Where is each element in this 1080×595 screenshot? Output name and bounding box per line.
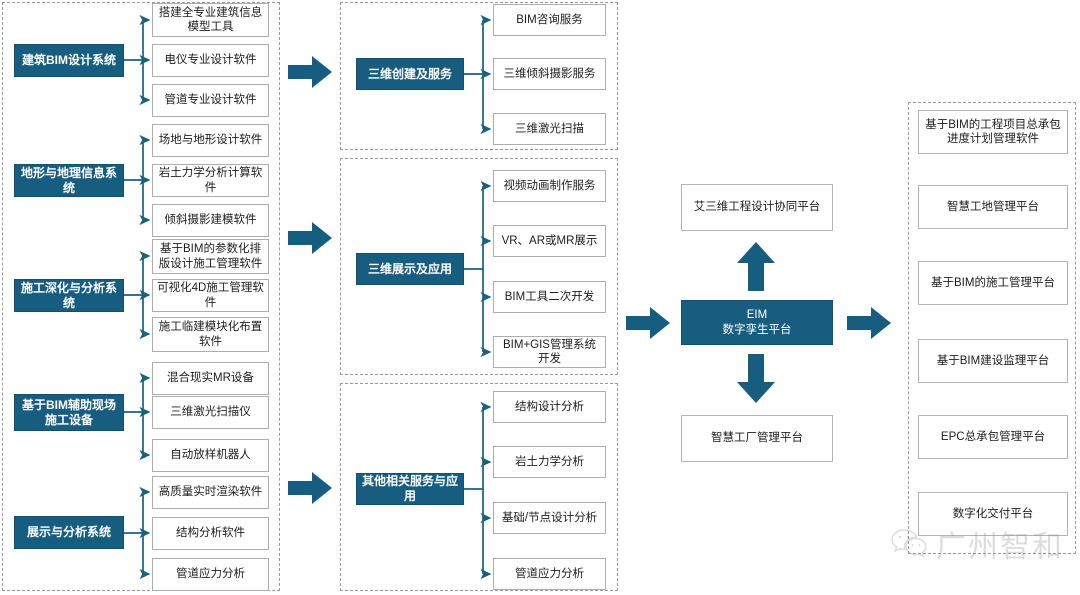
- left-child-1-2[interactable]: 电仪专业设计软件: [152, 44, 269, 77]
- middle-child-3-1[interactable]: 结构设计分析: [493, 391, 606, 423]
- left-parent-1-label: 建筑BIM设计系统: [22, 53, 116, 68]
- middle-parent-3-label: 其他相关服务与应用: [361, 474, 458, 503]
- left-child-4-2-label: 三维激光扫描仪: [170, 406, 251, 419]
- right-item-5-label: EPC总承包管理平台: [940, 430, 1046, 443]
- left-child-2-1-label: 场地与地形设计软件: [158, 134, 263, 147]
- left-child-3-1[interactable]: 基于BIM的参数化排版设计施工管理软件: [152, 239, 269, 274]
- left-parent-3[interactable]: 施工深化与分析系统: [14, 279, 124, 312]
- middle-child-3-1-label: 结构设计分析: [515, 400, 584, 413]
- middle-child-2-3-label: BIM工具二次开发: [504, 290, 595, 303]
- left-child-4-1-label: 混合现实MR设备: [167, 372, 254, 385]
- left-child-1-3[interactable]: 管道专业设计软件: [152, 84, 269, 117]
- middle-child-1-2[interactable]: 三维倾斜摄影服务: [493, 58, 606, 90]
- left-child-4-2[interactable]: 三维激光扫描仪: [152, 396, 269, 429]
- right-item-3[interactable]: 基于BIM的施工管理平台: [918, 261, 1068, 305]
- middle-child-1-2-label: 三维倾斜摄影服务: [503, 67, 596, 80]
- left-child-4-1[interactable]: 混合现实MR设备: [152, 362, 269, 395]
- left-parent-2[interactable]: 地形与地理信息系统: [14, 164, 124, 197]
- middle-child-2-1[interactable]: 视频动画制作服务: [493, 170, 606, 202]
- left-child-5-1[interactable]: 高质量实时渲染软件: [152, 476, 269, 509]
- middle-child-1-3-label: 三维激光扫描: [515, 122, 584, 135]
- middle-parent-1-label: 三维创建及服务: [367, 66, 452, 81]
- right-item-1[interactable]: 基于BIM的工程项目总承包进度计划管理软件: [918, 110, 1068, 154]
- left-parent-4-label: 基于BIM辅助现场施工设备: [22, 397, 116, 427]
- right-item-2-label: 智慧工地管理平台: [947, 200, 1039, 213]
- arrow-left-group1-to-middle: [286, 52, 334, 92]
- middle-child-3-4[interactable]: 管道应力分析: [493, 558, 606, 590]
- middle-child-3-3[interactable]: 基础/节点设计分析: [493, 502, 606, 534]
- left-child-3-1-label: 基于BIM的参数化排版设计施工管理软件: [158, 243, 263, 270]
- right-item-6[interactable]: 数字化交付平台: [918, 492, 1068, 536]
- left-parent-5-label: 展示与分析系统: [26, 525, 111, 540]
- left-child-2-3-label: 倾斜摄影建模软件: [164, 214, 257, 227]
- left-child-1-2-label: 电仪专业设计软件: [164, 54, 257, 67]
- middle-group-frame-2: [340, 158, 618, 375]
- middle-parent-2[interactable]: 三维展示及应用: [356, 253, 464, 285]
- center-hub[interactable]: EIM 数字孪生平台: [681, 300, 833, 345]
- center-top-platform[interactable]: 艾三维工程设计协同平台: [681, 184, 833, 231]
- left-parent-5[interactable]: 展示与分析系统: [14, 516, 124, 549]
- middle-child-3-2-label: 岩土力学分析: [515, 455, 584, 468]
- center-top-platform-label: 艾三维工程设计协同平台: [693, 201, 821, 214]
- left-parent-4[interactable]: 基于BIM辅助现场施工设备: [14, 394, 124, 431]
- left-child-2-2-label: 岩土力学分析计算软件: [158, 167, 263, 194]
- middle-child-3-4-label: 管道应力分析: [515, 567, 584, 580]
- left-child-5-3[interactable]: 管道应力分析: [152, 558, 269, 591]
- left-child-3-2-label: 可视化4D施工管理软件: [157, 282, 264, 309]
- right-column-frame: [908, 102, 1076, 554]
- left-child-3-3[interactable]: 施工临建模块化布置软件: [152, 317, 269, 352]
- center-bottom-platform[interactable]: 智慧工厂管理平台: [681, 415, 833, 462]
- right-item-2[interactable]: 智慧工地管理平台: [918, 185, 1068, 229]
- middle-parent-3[interactable]: 其他相关服务与应用: [356, 473, 464, 505]
- middle-child-1-3[interactable]: 三维激光扫描: [493, 113, 606, 145]
- left-child-5-1-label: 高质量实时渲染软件: [158, 486, 263, 499]
- left-child-3-2[interactable]: 可视化4D施工管理软件: [152, 279, 269, 312]
- left-child-1-1-label: 搭建全专业建筑信息模型工具: [158, 6, 263, 33]
- center-hub-label: EIM 数字孪生平台: [722, 309, 792, 336]
- left-child-1-3-label: 管道专业设计软件: [164, 94, 257, 107]
- middle-child-2-3[interactable]: BIM工具二次开发: [493, 281, 606, 313]
- middle-child-2-2-label: VR、AR或MR展示: [501, 234, 598, 247]
- middle-group-frame-1: [340, 2, 618, 150]
- middle-child-2-1-label: 视频动画制作服务: [503, 179, 596, 192]
- right-item-4[interactable]: 基于BIM建设监理平台: [918, 339, 1068, 383]
- arrow-left-group5-to-middle: [286, 468, 334, 508]
- right-item-6-label: 数字化交付平台: [952, 507, 1034, 520]
- middle-child-2-4-label: BIM+GIS管理系统开发: [503, 338, 596, 365]
- middle-parent-2-label: 三维展示及应用: [367, 261, 452, 276]
- middle-child-2-4[interactable]: BIM+GIS管理系统开发: [493, 336, 606, 368]
- left-child-2-1[interactable]: 场地与地形设计软件: [152, 124, 269, 157]
- left-child-5-3-label: 管道应力分析: [176, 568, 245, 581]
- right-item-4-label: 基于BIM建设监理平台: [936, 354, 1050, 367]
- left-child-3-3-label: 施工临建模块化布置软件: [158, 321, 263, 348]
- left-child-1-1[interactable]: 搭建全专业建筑信息模型工具: [152, 3, 269, 37]
- middle-child-2-2[interactable]: VR、AR或MR展示: [493, 225, 606, 257]
- left-child-4-3[interactable]: 自动放样机器人: [152, 439, 269, 472]
- middle-child-3-2[interactable]: 岩土力学分析: [493, 446, 606, 478]
- middle-group-frame-3: [340, 383, 618, 591]
- right-item-5[interactable]: EPC总承包管理平台: [918, 415, 1068, 459]
- left-parent-2-label: 地形与地理信息系统: [20, 165, 117, 195]
- left-child-4-3-label: 自动放样机器人: [170, 449, 251, 462]
- left-column-frame: [2, 2, 280, 591]
- left-parent-1[interactable]: 建筑BIM设计系统: [14, 44, 124, 77]
- arrow-middle-to-hub: [624, 302, 672, 344]
- middle-child-1-1[interactable]: BIM咨询服务: [493, 4, 606, 36]
- middle-parent-1[interactable]: 三维创建及服务: [356, 58, 464, 90]
- middle-child-3-3-label: 基础/节点设计分析: [501, 511, 598, 524]
- right-item-3-label: 基于BIM的施工管理平台: [931, 276, 1055, 289]
- left-child-2-2[interactable]: 岩土力学分析计算软件: [152, 164, 269, 197]
- center-bottom-platform-label: 智慧工厂管理平台: [711, 432, 803, 445]
- left-child-5-2-label: 结构分析软件: [176, 527, 245, 540]
- left-child-2-3[interactable]: 倾斜摄影建模软件: [152, 204, 269, 237]
- middle-child-1-1-label: BIM咨询服务: [516, 13, 583, 26]
- left-child-5-2[interactable]: 结构分析软件: [152, 517, 269, 550]
- right-item-1-label: 基于BIM的工程项目总承包进度计划管理软件: [925, 118, 1061, 145]
- arrow-left-group3-to-middle: [286, 218, 334, 258]
- left-parent-3-label: 施工深化与分析系统: [20, 280, 117, 310]
- arrow-hub-to-right: [845, 302, 893, 344]
